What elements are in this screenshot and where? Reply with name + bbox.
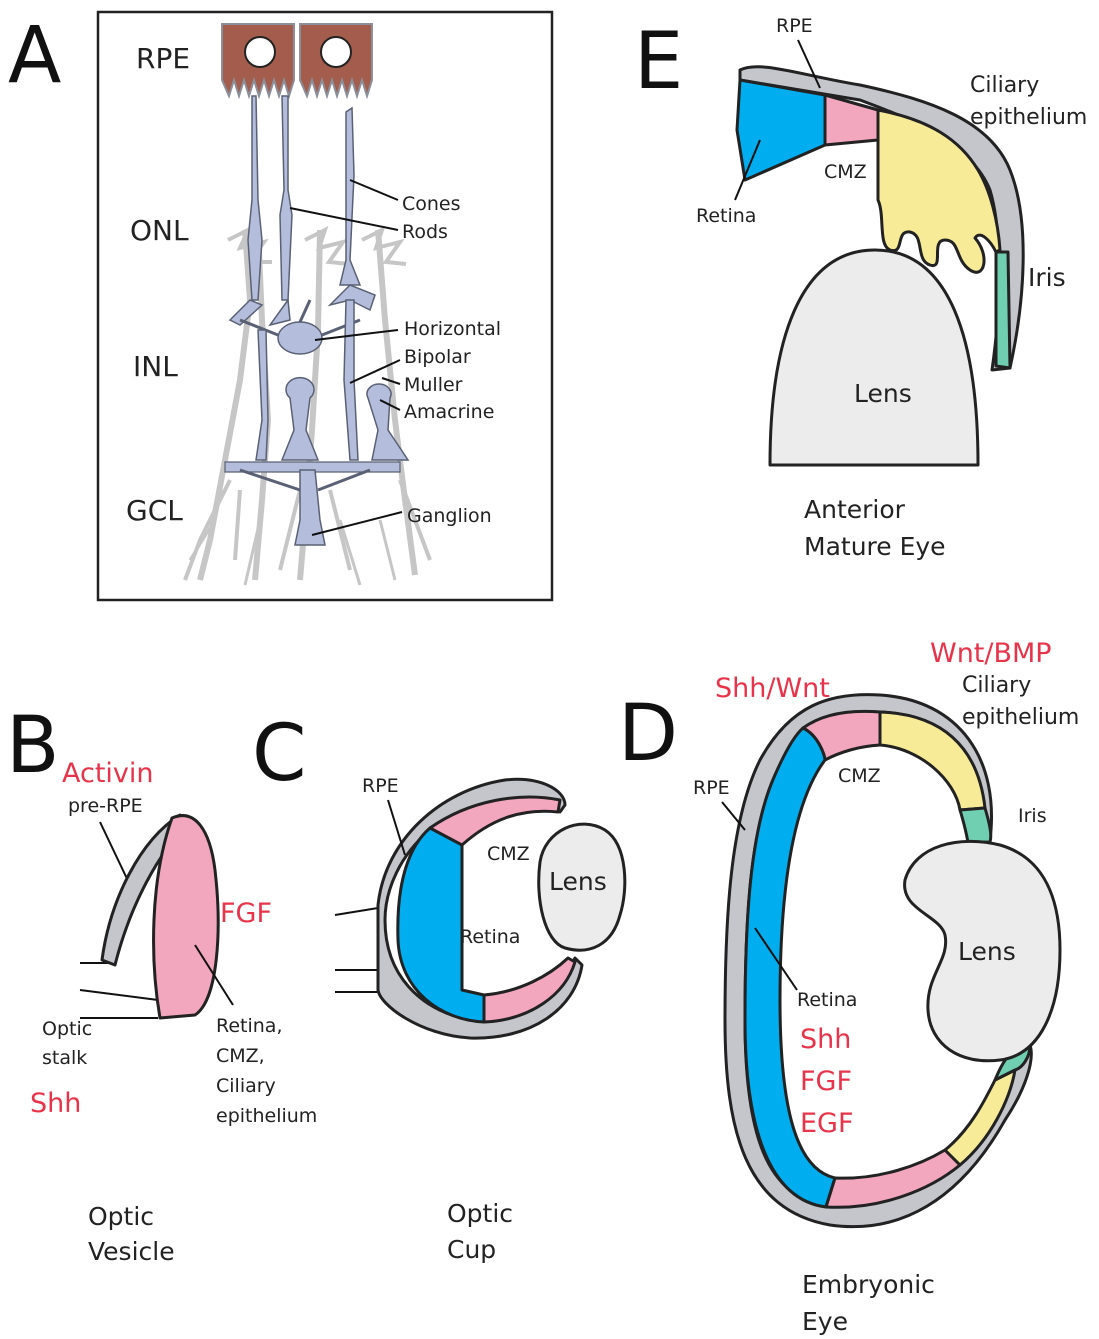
panel-d-shhwnt: Shh/Wnt [715,673,830,704]
panel-e-ciliary-label-1: Ciliary [970,73,1039,98]
cones-label: Cones [402,193,461,215]
panel-b-tissue-1: Retina, [216,1015,283,1037]
panel-b-activin: Activin [62,758,154,789]
panel-b-tissue-4: epithelium [216,1105,317,1127]
panel-b-tissue-2: CMZ, [216,1045,265,1067]
muller-label: Muller [404,374,463,396]
panel-d-fgf: FGF [800,1066,852,1097]
panel-b-caption-2: Vesicle [88,1237,175,1266]
panel-b-tissue-3: Ciliary [216,1075,276,1097]
panel-b-fgf: FGF [220,898,272,929]
panel-d-letter: D [618,689,678,779]
amacrine-label: Amacrine [404,401,494,423]
panel-d-ciliary-label-1: Ciliary [962,673,1031,698]
panel-c-optic-stalk [335,908,380,992]
panel-e-iris-shape [996,252,1010,368]
panel-d-lens-label: Lens [958,937,1016,966]
panel-c-letter: C [252,709,306,799]
panel-a: A [8,11,552,600]
panel-b-retina-shape [154,816,219,1018]
layer-onl-label: ONL [130,214,189,247]
panel-d-caption-2: Eye [802,1307,848,1336]
panel-d-rpe-label: RPE [693,777,730,799]
rods-label: Rods [402,221,448,243]
panel-e-lens-label: Lens [854,379,912,408]
horizontal-label: Horizontal [404,318,501,340]
panel-e-iris-label: Iris [1028,263,1066,292]
panel-c-lens-label: Lens [549,867,607,896]
panel-e-lens-shape [770,250,978,465]
layer-gcl-label: GCL [126,494,183,527]
panel-c: C RPE CMZ Lens Retina Optic Cup [252,709,625,1264]
panel-c-rpe-label: RPE [362,775,399,797]
panel-e-caption-2: Mature Eye [804,532,946,561]
panel-e-caption-1: Anterior [804,495,906,524]
panel-b-stalk-2: stalk [42,1047,87,1069]
panel-b-shh: Shh [30,1088,81,1119]
layer-rpe-label: RPE [136,42,190,75]
panel-e-retina-label: Retina [696,205,756,227]
bipolar-label: Bipolar [404,346,471,368]
panel-c-rpe-leader [388,800,405,855]
panel-e-ciliary-label-2: epithelium [970,105,1087,130]
panel-c-cmz-label: CMZ [487,843,530,865]
panel-e-rpe-label: RPE [776,15,813,37]
panel-c-caption-1: Optic [447,1199,513,1228]
panel-e: E RPE Ciliary epithelium CMZ Retina Iris… [634,15,1087,561]
panel-e-cmz-label: CMZ [824,161,867,183]
panel-d-iris-top [960,808,991,843]
panel-d-cmz-label: CMZ [838,765,881,787]
panel-d-wntbmp: Wnt/BMP [930,638,1052,669]
layer-inl-label: INL [133,350,178,383]
panel-b-prerpe-leader [100,822,130,885]
panel-d-egf: EGF [800,1108,854,1139]
panel-c-caption-2: Cup [447,1235,496,1264]
panel-d-ciliary-label-2: epithelium [962,705,1079,730]
panel-b-caption-1: Optic [88,1202,154,1231]
panel-d-iris-label: Iris [1018,805,1047,827]
panel-d: D Shh/Wnt Wnt/BMP Ciliary epithelium RPE… [618,638,1079,1336]
panel-d-retina-label: Retina [797,989,857,1011]
panel-b-prerpe-label: pre-RPE [68,795,143,817]
panel-b-letter: B [6,701,60,791]
panel-d-caption-1: Embryonic [802,1270,935,1299]
panel-d-shh: Shh [800,1024,851,1055]
panel-c-retina-label: Retina [460,926,520,948]
panel-e-letter: E [634,17,683,107]
panel-a-letter: A [8,11,61,101]
ganglion-label: Ganglion [407,505,492,527]
panel-b-stalk-1: Optic [42,1018,92,1040]
panel-b-optic-stalk [80,963,158,1018]
